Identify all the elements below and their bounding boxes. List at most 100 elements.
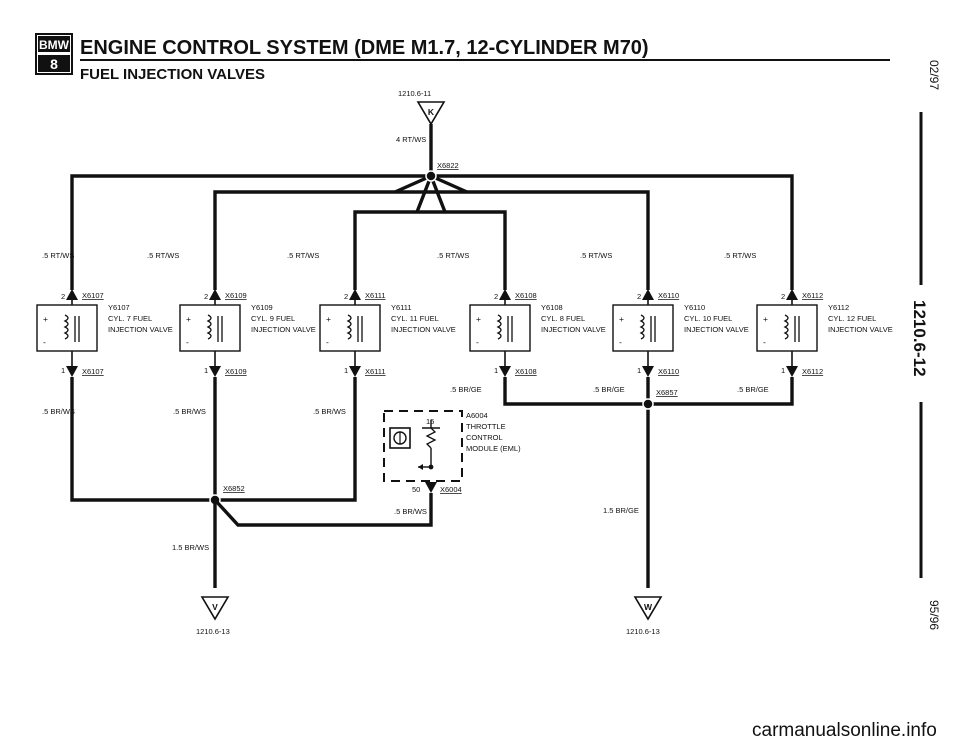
throttle-conn: X6004 xyxy=(440,485,462,494)
plus-label: + xyxy=(619,314,624,324)
throttle-pin-top: 15 xyxy=(426,417,434,426)
pin-bot-label: 1 xyxy=(344,366,348,375)
conn-top-label: X6107 xyxy=(82,291,104,300)
connector-bot-icon xyxy=(349,366,361,377)
injector-coil-icon xyxy=(783,314,789,340)
injector-line2: INJECTION VALVE xyxy=(541,325,606,334)
throttle-pin-bot: 50 xyxy=(412,485,420,494)
injector-id: Y6110 xyxy=(684,303,705,312)
injector-line2: INJECTION VALVE xyxy=(828,325,893,334)
pin-bot-label: 1 xyxy=(494,366,498,375)
pin-top-label: 2 xyxy=(637,292,641,301)
wire-top-label: .5 RT/WS xyxy=(287,251,319,260)
conn-top-label: X6108 xyxy=(515,291,537,300)
conn-top-label: X6111 xyxy=(365,291,386,300)
injector-id: Y6108 xyxy=(541,303,563,312)
left-ref-letter: V xyxy=(212,602,218,612)
minus-label: - xyxy=(763,337,766,347)
conn-bot-label: X6108 xyxy=(515,367,537,376)
injector-id: Y6109 xyxy=(251,303,273,312)
top-ref-triangle xyxy=(416,101,446,126)
pin-bot-label: 1 xyxy=(61,366,65,375)
splice-left-label: X6852 xyxy=(223,484,245,493)
throttle-control-module: 15 A6004 THROTTLE CONTROL MODULE (EML) xyxy=(383,410,521,482)
minus-label: - xyxy=(326,337,329,347)
conn-top-label: X6110 xyxy=(658,291,679,300)
throttle-line2: CONTROL xyxy=(466,433,503,442)
logo-series: 8 xyxy=(50,56,58,72)
throttle-line1: THROTTLE xyxy=(466,422,506,431)
throttle-wire: .5 BR/WS xyxy=(394,507,427,516)
plus-label: + xyxy=(186,314,191,324)
pin-bot-label: 1 xyxy=(204,366,208,375)
right-ref-letter: W xyxy=(644,602,653,612)
page-subtitle: FUEL INJECTION VALVES xyxy=(80,66,265,83)
return-left-inner xyxy=(215,377,357,502)
injector-id: Y6112 xyxy=(828,303,849,312)
injector-line1: CYL. 7 FUEL xyxy=(108,314,152,323)
minus-label: - xyxy=(186,337,189,347)
pin-top-label: 2 xyxy=(204,292,208,301)
top-ref-page: 1210.6-11 xyxy=(398,89,431,98)
connector-bot-icon xyxy=(66,366,78,377)
plus-label: + xyxy=(476,314,481,324)
wire-bot-label: .5 BR/GE xyxy=(593,385,625,394)
throttle-module-outline xyxy=(383,410,463,482)
plus-label: + xyxy=(43,314,48,324)
injector-line2: INJECTION VALVE xyxy=(108,325,173,334)
watermark: carmanualsonline.info xyxy=(752,720,937,741)
minus-label: - xyxy=(43,337,46,347)
connector-top-icon xyxy=(66,289,78,300)
side-page-code: 1210.6-12 xyxy=(910,300,929,377)
connector-top-icon xyxy=(349,289,361,300)
return-left-outer xyxy=(70,377,215,502)
wire-bot-label: .5 BR/WS xyxy=(42,407,75,416)
injector-coil-icon xyxy=(63,314,69,340)
module-arrow-icon xyxy=(418,464,423,470)
injector-coil-icon xyxy=(496,314,502,340)
splice-x6857 xyxy=(642,398,654,410)
conn-top-label: X6109 xyxy=(225,291,247,300)
page-title: ENGINE CONTROL SYSTEM (DME M1.7, 12-CYLI… xyxy=(80,37,649,59)
throttle-connector-icon xyxy=(425,482,437,493)
connector-bot-icon xyxy=(499,366,511,377)
connector-top-icon xyxy=(786,289,798,300)
side-date-top: 02/97 xyxy=(927,60,941,90)
injector-line1: CYL. 12 FUEL xyxy=(828,314,876,323)
injector-line2: INJECTION VALVE xyxy=(251,325,316,334)
left-ref-page: 1210.6-13 xyxy=(196,627,230,636)
plus-label: + xyxy=(326,314,331,324)
pin-bot-label: 1 xyxy=(637,366,641,375)
throttle-id: A6004 xyxy=(466,411,488,420)
splice-x6822 xyxy=(425,170,437,182)
feed-wire-label: 4 RT/WS xyxy=(396,135,426,144)
splice-right-label: X6857 xyxy=(656,388,678,397)
plus-label: + xyxy=(763,314,768,324)
supply-bus-inner xyxy=(353,210,507,290)
connector-top-icon xyxy=(642,289,654,300)
pin-top-label: 2 xyxy=(781,292,785,301)
throttle-return-wire xyxy=(213,493,433,527)
injector-line1: CYL. 10 FUEL xyxy=(684,314,732,323)
right-ref-triangle xyxy=(633,596,663,621)
supply-fanout xyxy=(394,174,468,213)
injector-line2: INJECTION VALVE xyxy=(391,325,456,334)
conn-bot-label: X6110 xyxy=(658,367,679,376)
injector-line1: CYL. 11 FUEL xyxy=(391,314,439,323)
wire-bot-label: .5 BR/WS xyxy=(313,407,346,416)
injector-coil-icon xyxy=(206,314,212,340)
connector-top-icon xyxy=(499,289,511,300)
right-ref-page: 1210.6-13 xyxy=(626,627,660,636)
conn-top-label: X6112 xyxy=(802,291,823,300)
connector-bot-icon xyxy=(786,366,798,377)
conn-bot-label: X6112 xyxy=(802,367,823,376)
right-out-wire-label: 1.5 BR/GE xyxy=(603,506,639,515)
bmw-logo: BMW 8 xyxy=(35,33,73,75)
connector-bot-icon xyxy=(642,366,654,377)
